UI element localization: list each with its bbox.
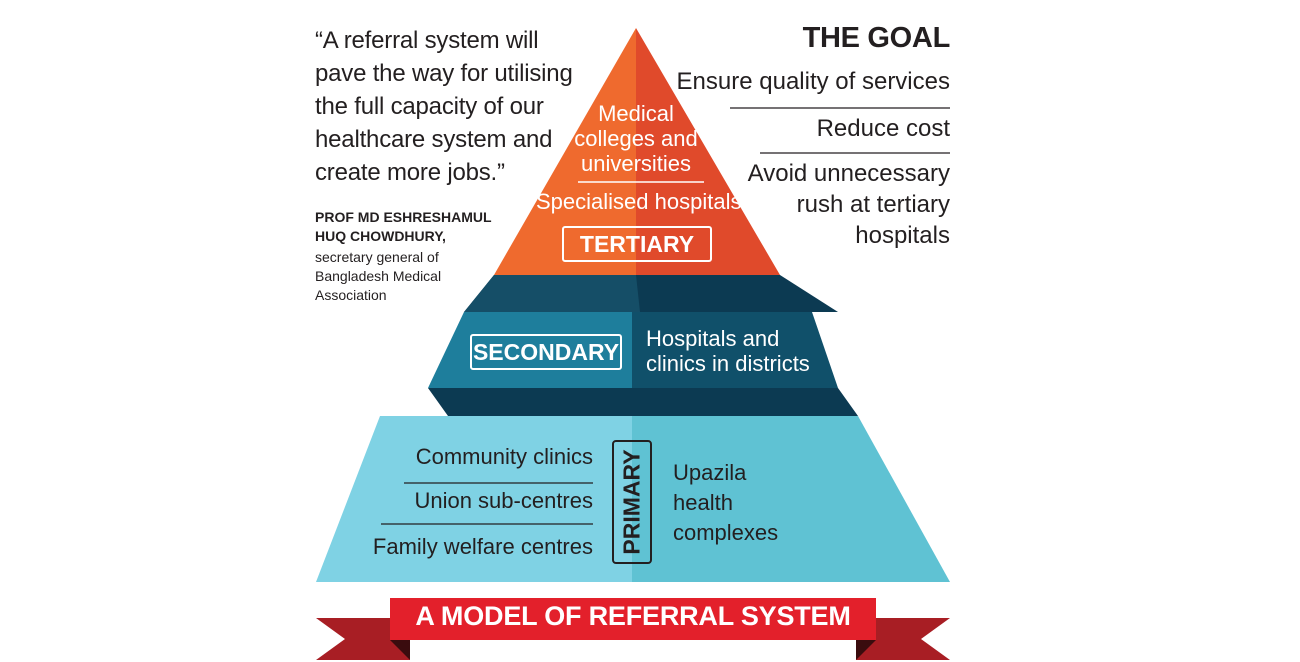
primary-label-box: [612, 440, 652, 564]
banner-fold-right: [856, 640, 876, 660]
goal-item-line: Reduce cost: [816, 115, 950, 142]
goal-item-line: Ensure quality of services: [676, 68, 950, 95]
quote-line: pave the way for utilising: [315, 60, 573, 87]
goal-item-quality: Ensure quality of services: [677, 66, 950, 97]
tertiary-facility-line: Medical: [598, 101, 674, 126]
banner-tail-right: [856, 618, 950, 660]
secondary-facilities: Hospitals and clinics in districts: [646, 326, 810, 376]
tertiary-facility-line: colleges and: [574, 126, 698, 151]
goal-item-line: hospitals: [855, 222, 950, 249]
connector-band-upper-left: [464, 275, 640, 312]
author-role: secretary general of Bangladesh Medical …: [315, 248, 441, 305]
author-role-line: secretary general of: [315, 249, 439, 265]
banner-title: A MODEL OF REFERRAL SYSTEM: [415, 601, 851, 631]
quote: “A referral system will pave the way for…: [315, 24, 573, 189]
tertiary-facilities-top: Medical colleges and universities: [556, 101, 716, 176]
quote-line: healthcare system and: [315, 126, 553, 153]
primary-tier-left: [316, 416, 632, 582]
quote-line: create more jobs.”: [315, 159, 505, 186]
primary-right-line: Upazila: [673, 460, 747, 485]
primary-item-union-sub-centres: Union sub-centres: [414, 488, 593, 513]
goal-item-cost: Reduce cost: [817, 113, 950, 144]
goal-title: THE GOAL: [802, 22, 951, 54]
author-role-line: Bangladesh Medical: [315, 268, 442, 284]
secondary-facility-line: clinics in districts: [646, 351, 810, 376]
connector-band-lower: [428, 388, 858, 416]
primary-right-line: health: [673, 490, 733, 515]
tertiary-facility-line: universities: [580, 151, 692, 176]
quote-line: the full capacity of our: [315, 93, 544, 120]
quote-line: “A referral system will: [315, 27, 539, 54]
author-name-line: PROF MD ESHRESHAMUL: [315, 209, 492, 225]
banner-tail-left: [316, 618, 410, 660]
author-name-line: HUQ CHOWDHURY,: [315, 228, 446, 244]
goal-item-line: rush at tertiary: [796, 191, 950, 218]
primary-right-line: complexes: [673, 520, 779, 545]
secondary-facility-line: Hospitals and: [646, 326, 780, 351]
tertiary-facilities-bottom: Specialised hospitals: [536, 189, 742, 214]
primary-item-family-welfare-centres: Family welfare centres: [372, 534, 593, 559]
secondary-label: SECONDARY: [470, 334, 622, 370]
secondary-tier-right: [632, 312, 838, 388]
banner-fold-left: [390, 640, 410, 660]
tertiary-tier-right: [636, 28, 780, 275]
primary-tier-right: [632, 416, 950, 582]
author-role-line: Association: [315, 287, 387, 303]
banner-ribbon: [390, 598, 876, 640]
primary-label: PRIMARY: [618, 449, 645, 555]
primary-item-community-clinics: Community clinics: [415, 444, 593, 469]
goal-item-rush: Avoid unnecessary rush at tertiary hospi…: [748, 158, 950, 251]
tertiary-label: TERTIARY: [562, 226, 712, 262]
tertiary-tier-left: [494, 28, 636, 275]
author-name: PROF MD ESHRESHAMUL HUQ CHOWDHURY,: [315, 208, 492, 246]
goal-item-line: Avoid unnecessary: [747, 160, 950, 187]
primary-upazila-complexes: Upazila health complexes: [673, 458, 778, 548]
